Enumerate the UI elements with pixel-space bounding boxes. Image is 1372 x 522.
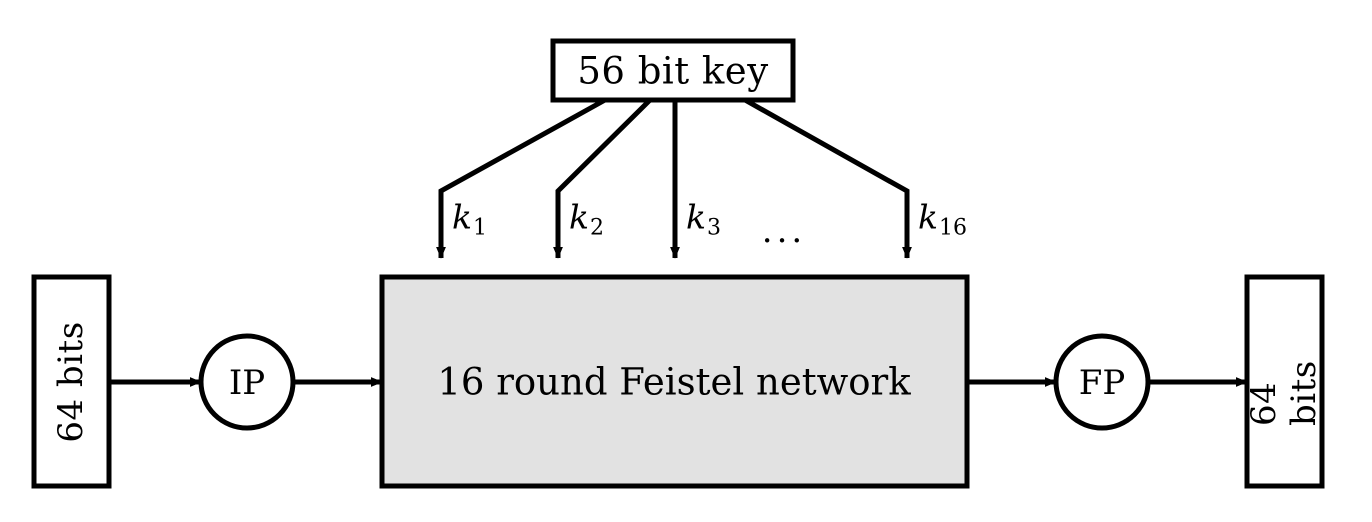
input-bits-label: 64 bits bbox=[51, 321, 91, 443]
round-key-sub-k2: 2 bbox=[590, 215, 604, 241]
key-schedule-lines bbox=[436, 97, 912, 259]
round-key-base-k16: k bbox=[918, 197, 938, 237]
round-key-label-k16: k16 bbox=[918, 197, 967, 241]
round-key-sub-k16: 16 bbox=[939, 215, 967, 241]
fp-node-label: FP bbox=[1078, 363, 1126, 403]
round-key-label-k1: k1 bbox=[452, 197, 487, 241]
round-key-base-k1: k bbox=[452, 197, 472, 237]
round-key-ellipsis: ... bbox=[761, 211, 807, 251]
round-key-label-k3: k3 bbox=[686, 197, 721, 241]
output-bits-label-wrap: 64 bits bbox=[1244, 338, 1324, 426]
round-key-base-k3: k bbox=[686, 197, 706, 237]
output-bits-label: 64 bits bbox=[1244, 360, 1324, 426]
key-box bbox=[550, 38, 796, 103]
input-bits-box bbox=[31, 274, 112, 489]
key-line-k1 bbox=[436, 97, 607, 259]
round-key-sub-k1: 1 bbox=[473, 215, 487, 241]
round-key-sub-k3: 3 bbox=[707, 215, 721, 241]
key-line-k16 bbox=[743, 97, 912, 259]
fp-node-circle bbox=[1053, 333, 1151, 431]
output-bits-box bbox=[1244, 274, 1325, 489]
round-key-label-k2: k2 bbox=[569, 197, 604, 241]
ip-node-label: IP bbox=[228, 363, 266, 403]
main-box-label: 16 round Feistel network bbox=[437, 360, 911, 404]
key-box-label: 56 bit key bbox=[577, 49, 769, 93]
ip-node-circle bbox=[198, 333, 296, 431]
input-bits-label-wrap: 64 bits bbox=[51, 321, 91, 442]
key-line-k2 bbox=[553, 98, 652, 259]
main-feistel-box bbox=[379, 274, 970, 489]
round-key-base-k2: k bbox=[569, 197, 589, 237]
